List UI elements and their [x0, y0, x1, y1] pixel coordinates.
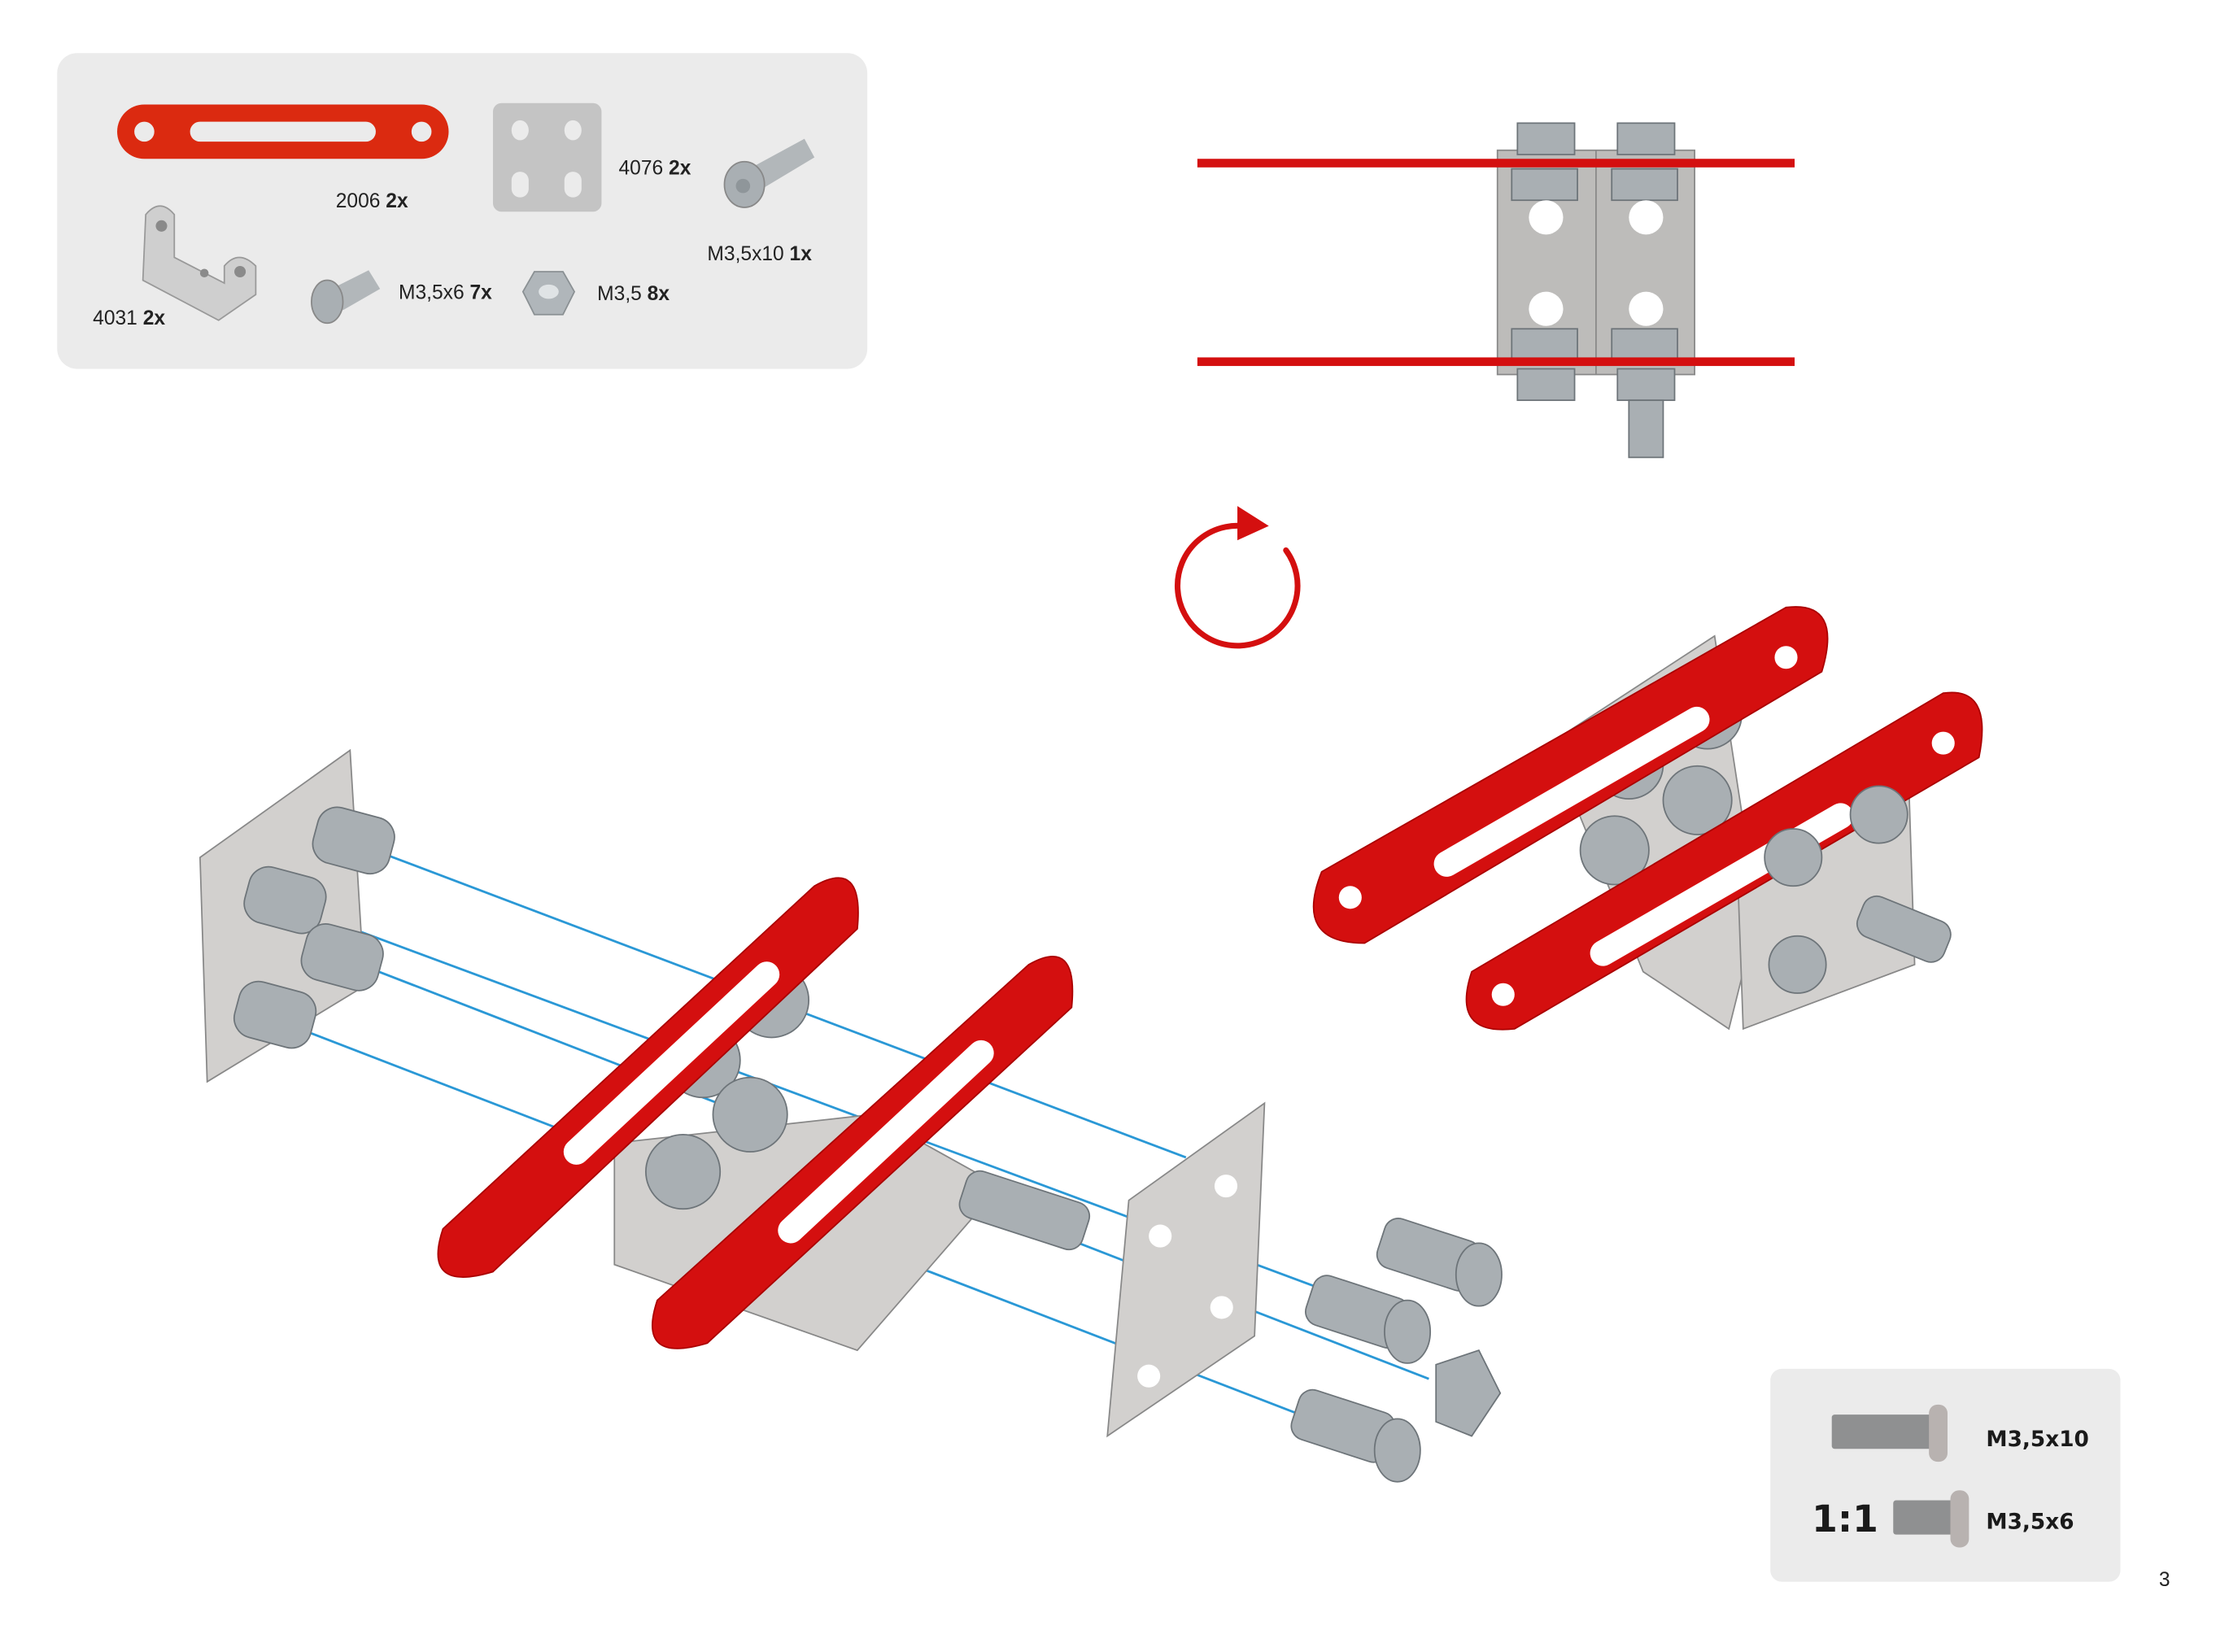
scale-ratio: 1:1 [1812, 1497, 1878, 1541]
short-screw-icon [311, 270, 381, 325]
top-view-diagram [1197, 122, 1795, 459]
part-label-m35x6: M3,5x6 7x [399, 281, 492, 303]
part-label-4031: 4031 2x [93, 307, 165, 329]
scale-reference-box: M3,5x10 1:1 M3,5x6 [1770, 1368, 2121, 1582]
part-label-4076: 4076 2x [619, 158, 691, 180]
assembled-view [1312, 606, 1983, 1031]
part-label-m35x10: M3,5x10 1x [707, 243, 812, 265]
long-screw-icon [723, 138, 815, 208]
exploded-assembly-view [199, 748, 1503, 1483]
scale-label-m35x6: M3,5x6 [1986, 1510, 2074, 1535]
short-screw-scale-icon [1893, 1490, 1969, 1548]
rotate-arrow-icon [1174, 506, 1301, 649]
hex-nut-icon [521, 271, 576, 316]
long-screw-scale-icon [1831, 1404, 1948, 1462]
square-plate-icon [492, 102, 602, 212]
part-label-m35: M3,5 8x [597, 283, 670, 305]
angle-bracket-icon [142, 205, 257, 321]
parts-list-panel: 2006 2x 4076 2x M3,5x10 1x 4031 2x M3,5x… [57, 53, 868, 369]
scale-label-m35x10: M3,5x10 [1986, 1428, 2088, 1452]
part-label-2006: 2006 2x [336, 190, 408, 212]
red-strip-icon [117, 104, 449, 159]
page-number: 3 [2159, 1569, 2170, 1591]
